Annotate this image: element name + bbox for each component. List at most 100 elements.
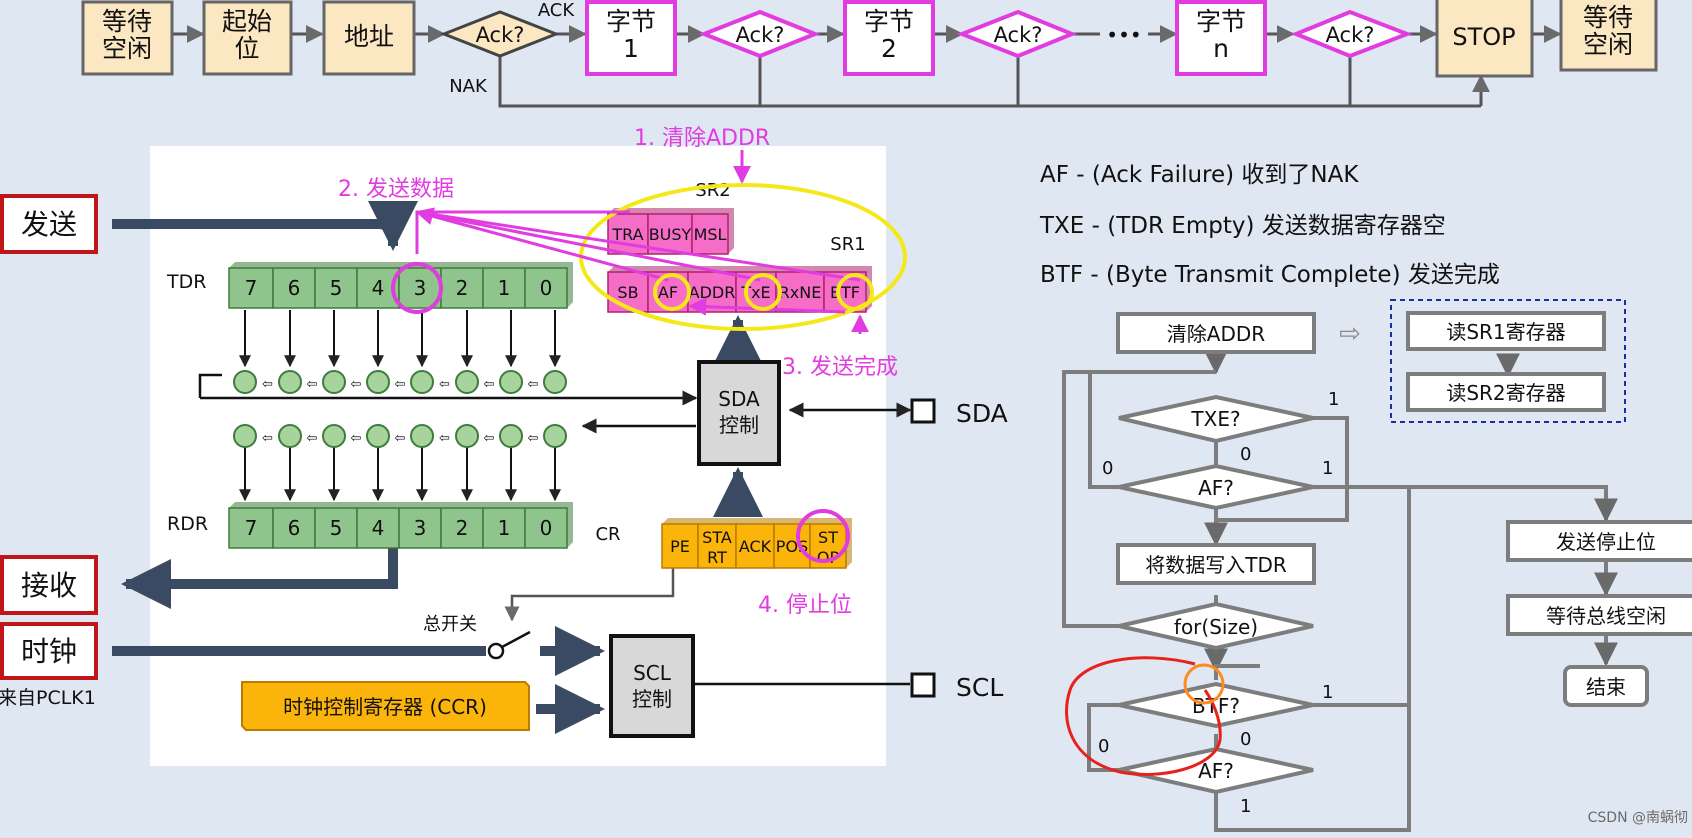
sr1-cell-label: SB xyxy=(617,283,638,302)
shift-left-arrow-icon: ⇦ xyxy=(307,377,318,392)
sr2-cell xyxy=(691,213,729,255)
fc-end-text: 结束 xyxy=(1586,675,1626,699)
fc-waitbus-text: 等待总线空闲 xyxy=(1546,604,1666,628)
scl-pin: SCL xyxy=(910,672,1003,702)
read-sr2-box: 读SR2寄存器 xyxy=(1406,372,1606,412)
clock-label-box: 时钟 xyxy=(0,622,98,680)
1c-text: 1 xyxy=(1322,682,1333,703)
red-handdrawn-loop xyxy=(1065,656,1222,776)
af-highlight xyxy=(653,273,691,311)
fc-txe-text: TXE? xyxy=(1190,407,1240,431)
cr-depth xyxy=(662,518,852,568)
cr-cell xyxy=(661,523,699,569)
shift-left-arrow-icon: ⇦ xyxy=(351,377,362,392)
ack-diamond-address: Ack? xyxy=(439,10,561,58)
tdr-cell-label: 3 xyxy=(414,276,427,300)
rdr-cell-label: 1 xyxy=(498,516,511,540)
sr2-cell-label: MSL xyxy=(694,225,727,244)
ack-label: ACK xyxy=(538,0,576,21)
fc-af2-text: AF? xyxy=(1198,759,1234,783)
cr-label: CR xyxy=(595,524,620,545)
watermark: CSDN @南蜗彻 xyxy=(1588,810,1688,826)
sr2-cell-label: BUSY xyxy=(649,225,692,244)
step1-label: 1. 清除ADDR xyxy=(634,126,770,151)
tdr-cell-label: 5 xyxy=(330,276,343,300)
shift-bit-rx xyxy=(410,424,434,448)
master-switch: 总开关 xyxy=(423,562,675,660)
btf-decision: BTF? xyxy=(1118,681,1314,729)
sr1-cell xyxy=(775,271,825,313)
shift-left-arrow-icon: ⇦ xyxy=(439,431,450,446)
rdr-cell-label: 0 xyxy=(540,516,553,540)
rdr-cell-label: 2 xyxy=(456,516,469,540)
rdr-cell xyxy=(440,507,484,549)
btf-highlight xyxy=(836,273,874,311)
shift-bit-tx xyxy=(455,370,479,394)
rdr-cell-label: 4 xyxy=(372,516,385,540)
rdr-label: RDR xyxy=(167,513,208,535)
ack-diamond-n: Ack? xyxy=(1290,9,1413,59)
for-size-decision: for(Size) xyxy=(1118,601,1314,651)
ackq0-text: Ack? xyxy=(476,23,525,47)
cr-cell-label: PE xyxy=(670,537,690,556)
scl-text: SCL xyxy=(956,673,1003,702)
tdr-bit3-highlight xyxy=(391,262,443,314)
af-decision: AF? xyxy=(1118,463,1314,511)
rdr-cell-label: 5 xyxy=(330,516,343,540)
write-tdr-box: 将数据写入TDR xyxy=(1116,543,1316,585)
shift-left-arrow-icon: ⇦ xyxy=(528,377,539,392)
tdr-cell xyxy=(272,267,316,309)
stop-text: STOP xyxy=(1452,23,1515,51)
0a-text: 0 xyxy=(1240,444,1251,465)
start-bit-box: 起始位 xyxy=(202,0,293,76)
rdr-cell xyxy=(356,507,400,549)
shift-left-arrow-icon: ⇦ xyxy=(484,431,495,446)
shift-bit-tx xyxy=(278,370,302,394)
rdr-depth xyxy=(229,502,573,548)
receive-arrow xyxy=(121,545,398,609)
ack-diamond-1: Ack? xyxy=(698,9,821,59)
fc-sendstop-text: 发送停止位 xyxy=(1556,530,1656,554)
af2-decision: AF? xyxy=(1118,746,1314,795)
fc-write-text: 将数据写入TDR xyxy=(1145,553,1287,577)
rdr-cell xyxy=(314,507,358,549)
transmit-flowchart: 清除ADDR ⇨ 读SR1寄存器 读SR2寄存器 TXE? AF? 将数据写入T… xyxy=(1062,299,1692,832)
ellipsis: ••• xyxy=(1106,23,1141,47)
nak-label: NAK xyxy=(449,76,488,97)
ccr-register: 时钟控制寄存器 (CCR) xyxy=(241,681,530,731)
shift-left-arrow-icon: ⇦ xyxy=(395,377,406,392)
txe-decision: TXE? xyxy=(1118,394,1314,444)
send-text: 发送 xyxy=(21,208,77,241)
orange-handdrawn-circle xyxy=(1183,663,1225,705)
send-stop-box: 发送停止位 xyxy=(1506,520,1692,562)
shift-register-chains: ⇦⇦⇦⇦⇦⇦⇦⇦⇦⇦⇦⇦⇦⇦ xyxy=(233,310,567,502)
shift-bit-rx xyxy=(499,424,523,448)
0c-text: 0 xyxy=(1240,729,1251,750)
shift-bit-rx xyxy=(233,424,257,448)
sr1-cell-label: AF xyxy=(658,283,678,302)
shift-bit-tx xyxy=(410,370,434,394)
start-text: 起始位 xyxy=(222,7,272,63)
switch-text: 总开关 xyxy=(423,614,477,635)
1d-text: 1 xyxy=(1240,796,1251,817)
implies-arrow-icon: ⇨ xyxy=(1339,319,1361,349)
wait2-text: 等待空闲 xyxy=(1583,3,1633,59)
shift-bit-rx xyxy=(543,424,567,448)
sr2-label: SR2 xyxy=(695,180,730,201)
sr1-cell-label: ADDR xyxy=(689,283,736,302)
tdr-cell xyxy=(398,267,442,309)
legend-txe: TXE - (TDR Empty) 发送数据寄存器空 xyxy=(1039,213,1446,239)
shift-bit-tx xyxy=(322,370,346,394)
rdr-cell-label: 6 xyxy=(288,516,301,540)
ackqn-text: Ack? xyxy=(1326,23,1375,47)
sr1-cell-label: RxNE xyxy=(779,283,822,302)
step4-label: 4. 停止位 xyxy=(758,593,852,618)
ack-diamond-2: Ack? xyxy=(956,9,1078,59)
